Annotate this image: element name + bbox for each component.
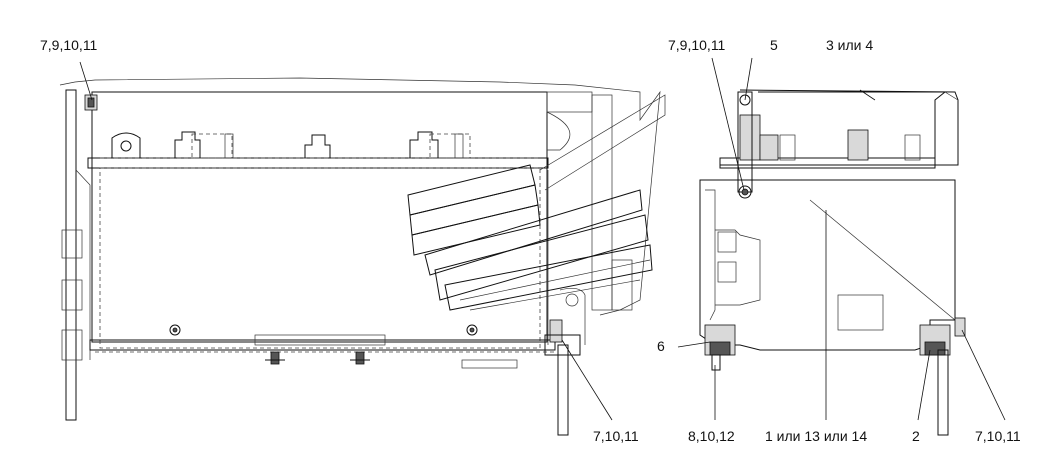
left-view-back-wall [65, 89, 77, 421]
left-view-hood-contour [59, 77, 661, 316]
left-view-main-box [91, 91, 548, 343]
callout-right-top-b: 5 [770, 37, 778, 53]
callout-right-bottom-d: 7,10,11 [975, 428, 1021, 444]
callout-left-bottom: 7,10,11 [593, 428, 639, 444]
callout-right-top-a: 7,9,10,11 [668, 37, 726, 53]
left-view [59, 77, 666, 436]
leader-lines [79, 57, 1006, 421]
left-view-top-clamps [111, 131, 471, 159]
callout-right-left: 6 [657, 338, 665, 354]
callout-right-bottom-b: 1 или 13 или 14 [765, 428, 867, 444]
callout-right-bottom-a: 8,10,12 [688, 428, 735, 444]
right-view-main-body [699, 179, 956, 351]
right-view-feet [704, 317, 966, 436]
callout-left-top: 7,9,10,11 [40, 37, 98, 53]
callout-right-bottom-c: 2 [912, 428, 920, 444]
left-view-grille [407, 94, 666, 311]
callout-right-top-c: 3 или 4 [826, 37, 873, 53]
right-view [699, 89, 966, 436]
